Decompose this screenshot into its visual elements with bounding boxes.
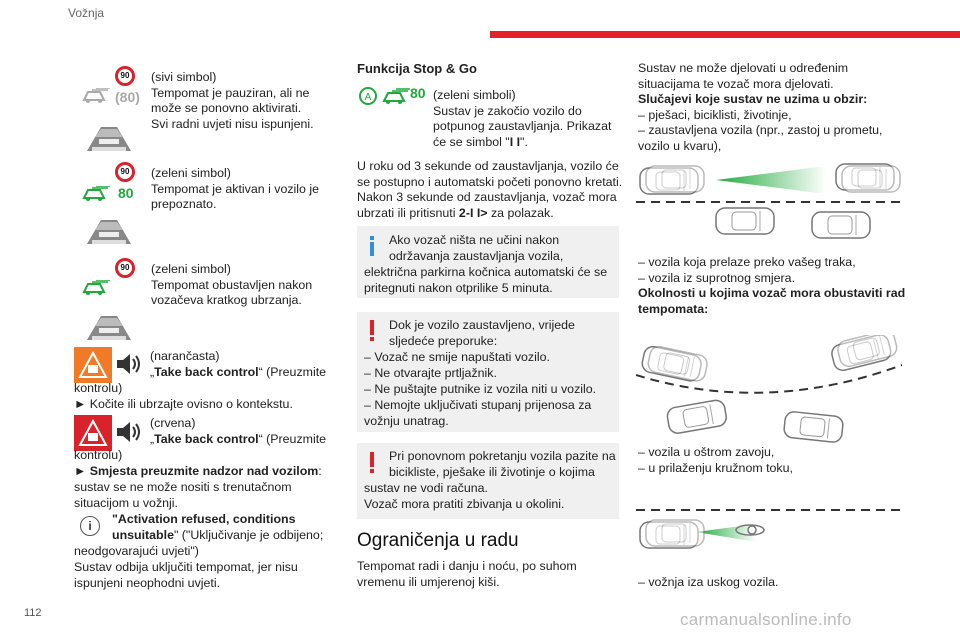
car-green-icon (83, 186, 111, 202)
svg-text:A: A (365, 92, 372, 103)
orange-text-l4: ► Kočite ili ubrzajte ovisno o kontekstu… (74, 397, 293, 411)
stop-go-title: Funkcija Stop & Go (357, 61, 477, 76)
refused-l1: "Activation refused, conditions (112, 512, 296, 526)
refused-l4: Sustav odbija uključiti tempomat, jer ni… (74, 560, 298, 574)
stop-go-paragraph: U roku od 3 sekunde od zaustavljanja, vo… (357, 159, 623, 220)
sym1-text: (sivi simbol) Tempomat je pauziran, ali … (151, 70, 314, 131)
warn2-l3: sustav ne vodi računa. (364, 481, 488, 495)
red-text-l6: situacijom u vožnji. (74, 496, 178, 510)
warn2-l2: bicikliste, pješake ili životinje o koji… (389, 465, 595, 479)
info-l2: održavanja zaustavljanja vozila, (389, 249, 564, 263)
warn2-l4: Vozač mora pratiti zbivanja u okolini. (364, 497, 565, 511)
stop-go-green-icons: A (359, 87, 411, 105)
orange-text-l1: (narančasta) (150, 349, 220, 363)
orange-text-l3: kontrolu) (74, 381, 123, 395)
speed-limit-sign-icon: 90 (115, 66, 135, 86)
warn1-l5: – Ne puštajte putnike iz vozila niti u v… (364, 382, 597, 396)
limitations-heading: Ograničenja u radu (357, 530, 519, 551)
section-accent-bar (490, 31, 960, 38)
speed-limit-sign-icon: 90 (115, 162, 135, 182)
info-l4: pritegnuti nakon otprilike 5 minuta. (364, 281, 553, 295)
end-l1: Tempomat radi i danju i noću, po suhom (357, 559, 577, 573)
warn1-l1: Dok je vozilo zaustavljeno, vrijede (389, 318, 575, 332)
illustration-sharp-bend (636, 335, 902, 443)
sound-icon (117, 354, 140, 374)
car-gray-icon (83, 88, 111, 104)
sym2-text: (zeleni simbol) Tempomat je aktivan i vo… (151, 166, 320, 211)
refused-l3: neodgovarajući uvjeti") (74, 544, 199, 558)
set-speed-green: 80 (118, 185, 134, 201)
sound-icon (117, 422, 140, 442)
warning-note-2 (357, 443, 619, 519)
warn1-l4: – Ne otvarajte prtljažnik. (364, 366, 497, 380)
watermark: carmanualsonline.info (680, 610, 852, 629)
orange-text-l2: „Take back control“ (Preuzmite (150, 365, 327, 379)
section-title: Vožnja (68, 6, 105, 20)
sym3-text: (zeleni simbol) Tempomat obustavljen nak… (151, 262, 313, 307)
illustration-stopped-vehicles (636, 163, 902, 239)
road-icon (87, 316, 131, 340)
refused-l2: unsuitable" ("Uključivanje je odbijeno; (112, 528, 324, 542)
info-icon: i (80, 516, 100, 536)
warn1-l6: – Nemojte uključivati stupanj prijenosa … (364, 398, 592, 412)
info-bar-icon (370, 236, 374, 256)
road-icon (87, 220, 131, 244)
info-note (357, 226, 619, 298)
red-text-l3: kontrolu) (74, 448, 123, 462)
right-p3: – vozila u oštrom zavoju, – u prilaženju… (638, 445, 793, 475)
stop-go-speed: 80 (410, 85, 426, 101)
warn1-l2: sljedeće preporuke: (389, 334, 498, 348)
car-green-icon (83, 280, 111, 296)
exclamation-icon (370, 320, 374, 341)
warn1-l7: vožnju unatrag. (364, 414, 449, 428)
illustration-narrow-vehicle (636, 509, 902, 549)
right-p4: – vožnja iza uskog vozila. (638, 575, 779, 589)
page-number: 112 (24, 607, 42, 619)
take-back-control-red-icon (74, 415, 112, 451)
stop-go-sym-text: (zeleni simboli) Sustav je zakočio vozil… (433, 88, 612, 149)
exclamation-icon (370, 452, 374, 473)
red-text-l2: „Take back control“ (Preuzmite (150, 432, 327, 446)
info-l3: električna parkirna kočnica automatski ć… (364, 265, 608, 279)
right-p2: – vozila koja prelaze preko vašeg traka,… (638, 255, 906, 316)
speed-limit-sign-icon: 90 (115, 258, 135, 278)
warn2-l1: Pri ponovnom pokretanju vozila pazite na (389, 449, 616, 463)
take-back-control-orange-icon (74, 347, 112, 383)
road-icon (87, 127, 131, 151)
red-text-l5: sustav se ne može nositi s trenutačnom (74, 480, 292, 494)
set-speed-gray: (80) (115, 89, 140, 105)
end-l2: vremenu ili umjerenoj kiši. (357, 575, 500, 589)
refused-l5: ispunjeni neophodni uvjeti. (74, 576, 221, 590)
right-p1: Sustav ne može djelovati u određenim sit… (638, 61, 883, 153)
red-text-l4: ► Smjesta preuzmite nadzor nad vozilom: (74, 464, 322, 478)
red-text-l1: (crvena) (150, 416, 196, 430)
warn1-l3: – Vozač ne smije napuštati vozilo. (364, 350, 550, 364)
warning-note (357, 312, 619, 432)
info-l1: Ako vozač ništa ne učini nakon (389, 233, 560, 247)
